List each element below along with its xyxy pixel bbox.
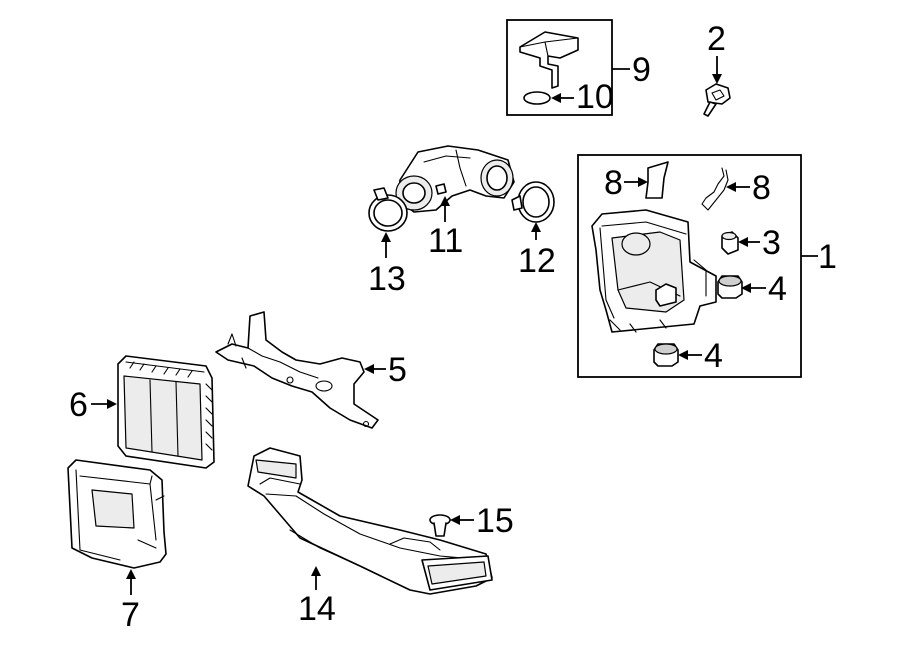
part-7-cover bbox=[67, 459, 167, 569]
callout-4-lower: 4 bbox=[704, 337, 723, 375]
callout-10: 10 bbox=[576, 78, 614, 116]
callout-14: 14 bbox=[298, 590, 336, 628]
callout-5: 5 bbox=[388, 351, 407, 389]
group-box-1 bbox=[577, 154, 802, 378]
part-1-air-cleaner-housing bbox=[591, 209, 717, 333]
part-14-air-duct bbox=[247, 447, 493, 595]
callout-15: 15 bbox=[476, 502, 514, 540]
callout-4-upper: 4 bbox=[768, 270, 787, 308]
part-13-clamp bbox=[368, 187, 408, 232]
callout-3: 3 bbox=[762, 224, 781, 262]
callout-11: 11 bbox=[428, 222, 463, 260]
part-5-bracket bbox=[215, 311, 379, 429]
callout-2: 2 bbox=[707, 20, 726, 58]
callout-8-left: 8 bbox=[604, 164, 623, 202]
callout-8-right: 8 bbox=[752, 169, 771, 207]
callout-12: 12 bbox=[518, 242, 556, 280]
part-10-o-ring bbox=[523, 91, 551, 105]
group-box-9 bbox=[506, 19, 613, 116]
part-2-bolt bbox=[703, 83, 731, 117]
callout-7: 7 bbox=[121, 596, 140, 634]
part-12-clamp bbox=[511, 181, 555, 223]
callout-9: 9 bbox=[632, 51, 651, 89]
part-8-clip bbox=[701, 167, 729, 211]
part-9-airflow-sensor bbox=[519, 31, 579, 89]
callout-1: 1 bbox=[818, 238, 837, 276]
callout-6: 6 bbox=[69, 386, 88, 424]
part-8-seal-strip bbox=[645, 161, 669, 199]
part-11-intake-hose bbox=[395, 145, 515, 213]
part-15-push-pin bbox=[429, 514, 451, 537]
callout-13: 13 bbox=[368, 260, 406, 298]
part-4-bushing-lower bbox=[653, 343, 679, 367]
part-4-bushing-upper bbox=[717, 275, 743, 299]
part-3-grommet bbox=[721, 231, 739, 255]
part-6-air-filter bbox=[117, 355, 215, 469]
